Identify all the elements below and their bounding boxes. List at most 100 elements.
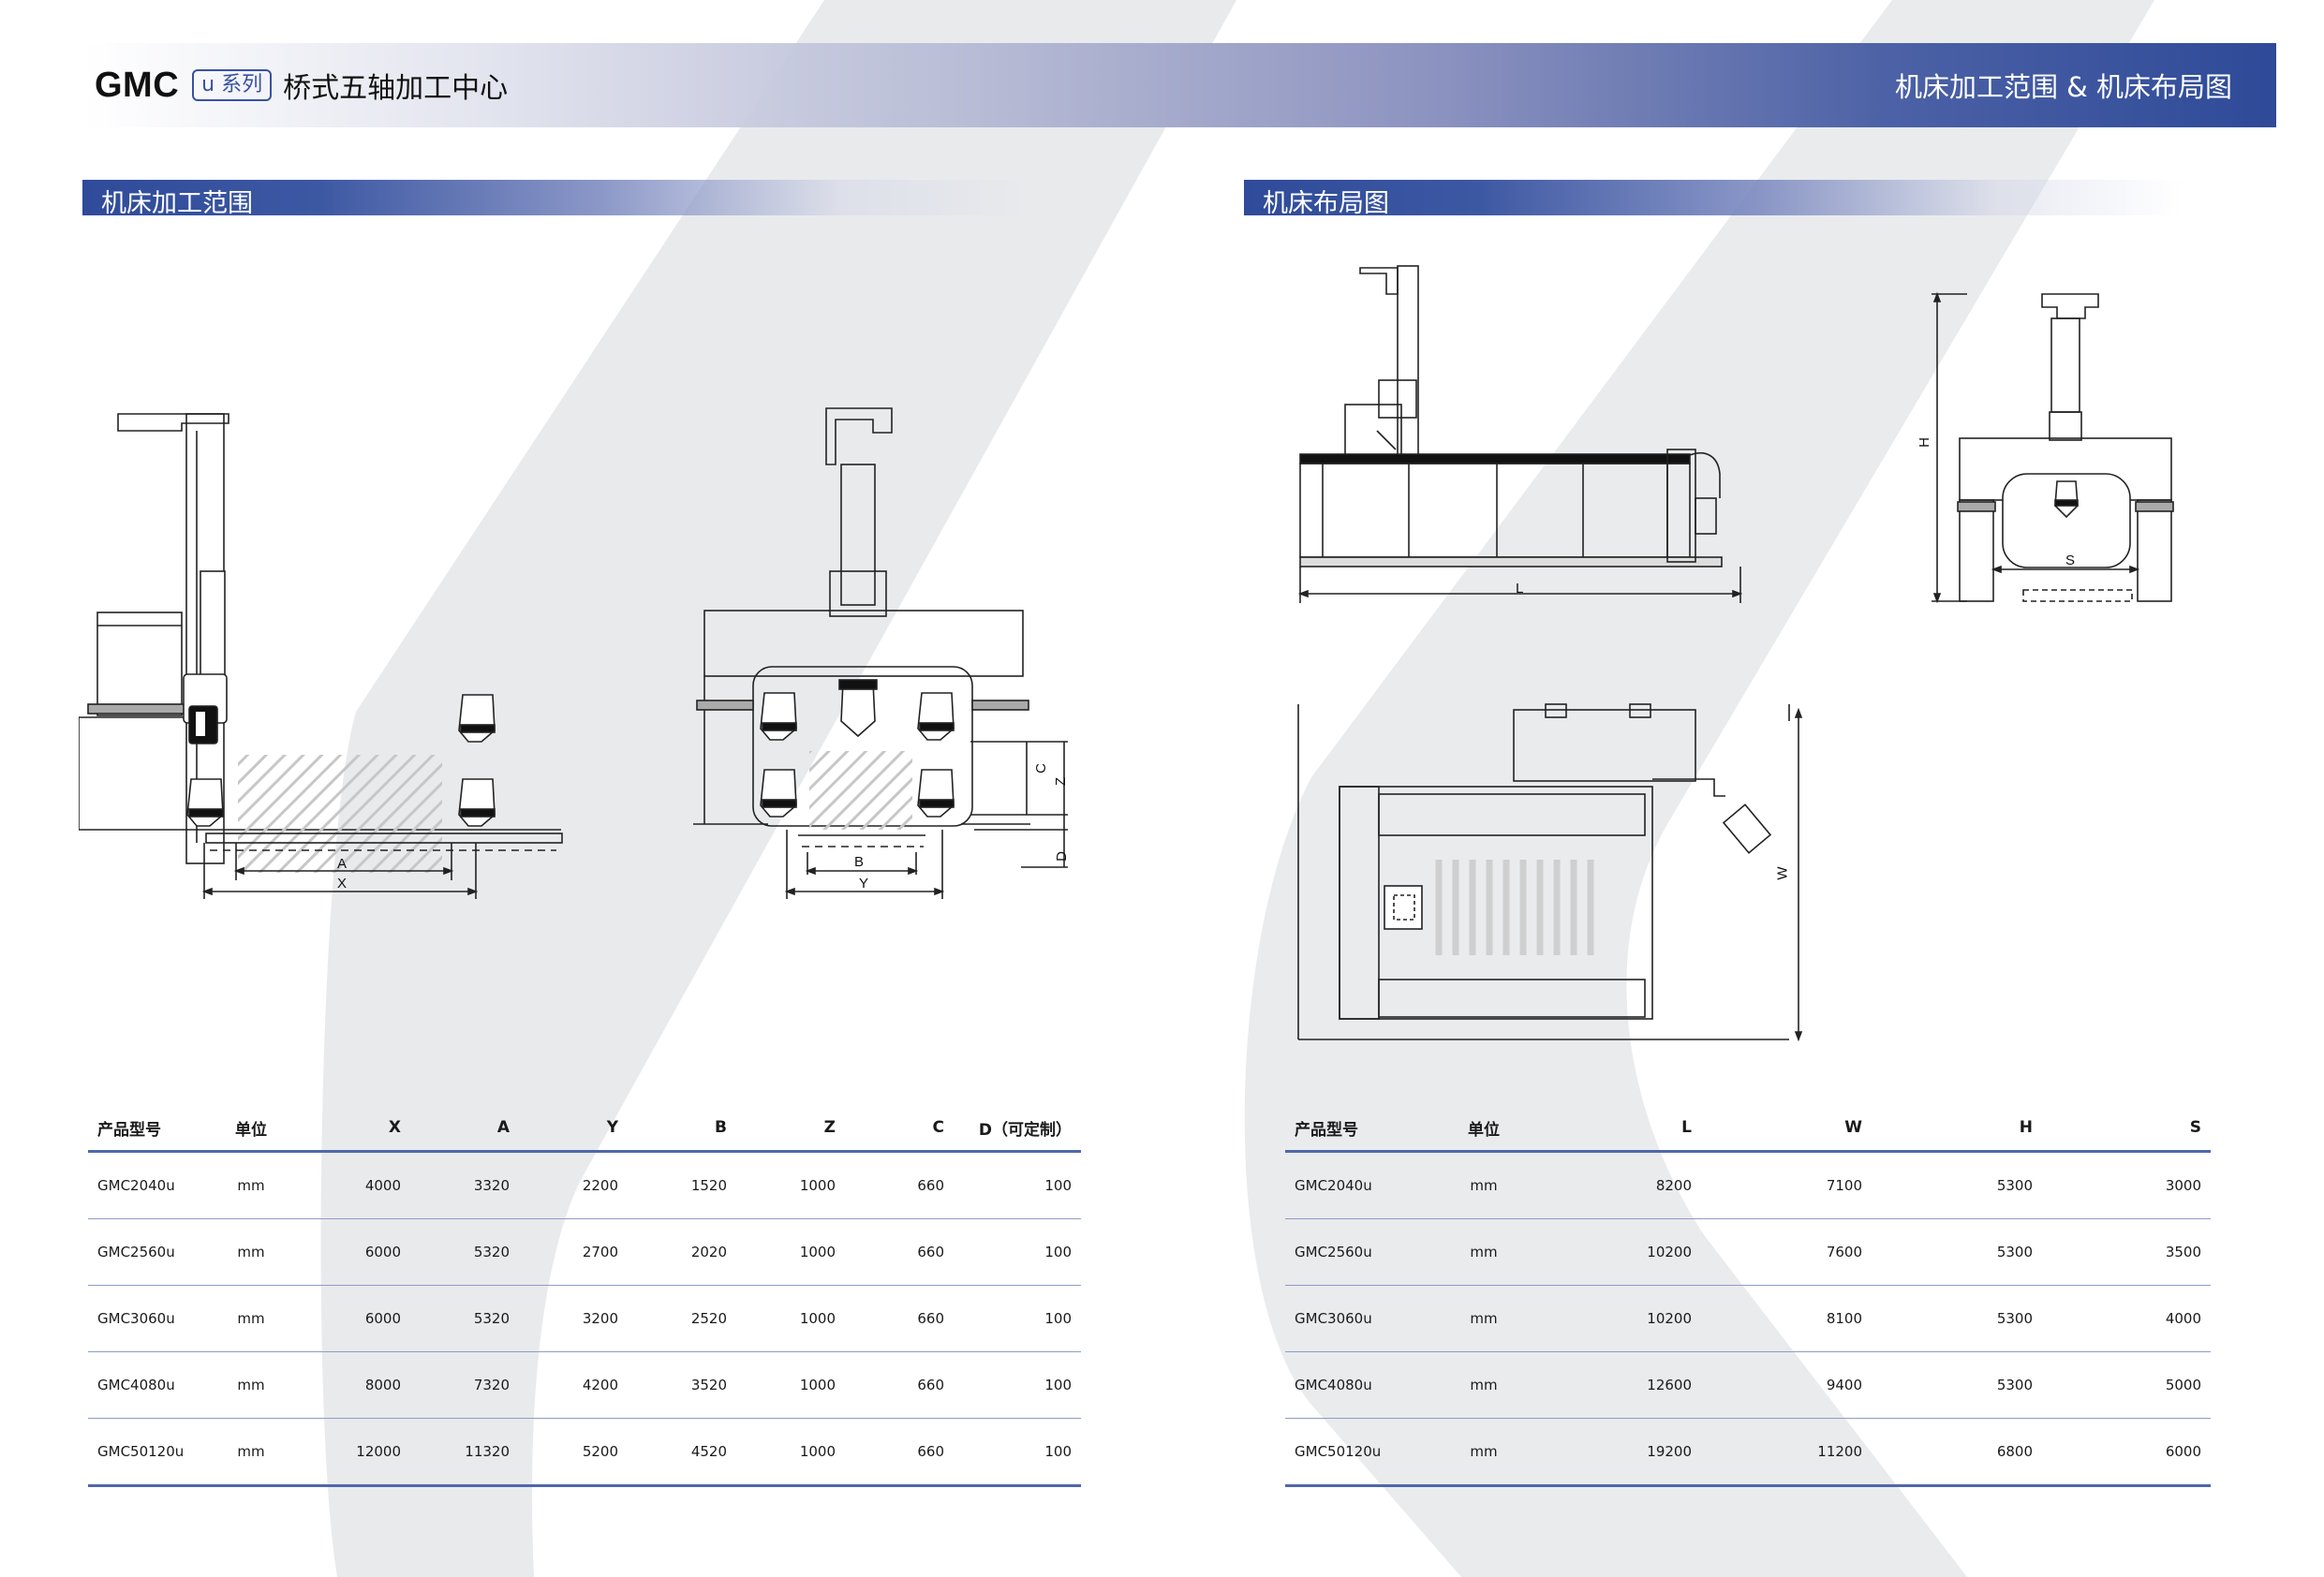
brand-logo-text: GMC	[95, 65, 180, 105]
column-header: 单位	[1437, 1105, 1531, 1153]
dimension-label-x: X	[337, 876, 348, 892]
table-cell: mm	[1437, 1151, 1531, 1219]
table-cell: mm	[200, 1418, 302, 1487]
table-cell: 660	[845, 1151, 954, 1219]
table-cell: mm	[200, 1285, 302, 1352]
table-cell: GMC50120u	[88, 1418, 200, 1487]
table-cell: 1000	[736, 1218, 845, 1286]
table-cell: mm	[200, 1218, 302, 1286]
table-cell: 1000	[736, 1151, 845, 1219]
drawing-layout-top-view	[1297, 703, 1803, 1042]
table-cell: 4200	[519, 1351, 628, 1419]
table-cell: 3320	[410, 1151, 519, 1219]
machine-layout-spec-table: 产品型号 单位 L W H S GMC2040u mm 8200 7100 53…	[1285, 1105, 2211, 1487]
table-cell: 5300	[1872, 1285, 2042, 1352]
dimension-label-c: C	[1032, 763, 1049, 774]
table-cell: 660	[845, 1218, 954, 1286]
column-header: Z	[736, 1105, 845, 1153]
table-cell: 6000	[302, 1285, 410, 1352]
table-cell: GMC3060u	[88, 1285, 200, 1352]
table-row: GMC50120u mm 19200 11200 6800 6000	[1285, 1418, 2211, 1487]
page-title: 机床加工范围 & 机床布局图	[1894, 71, 2232, 103]
table-row: GMC50120u mm 12000 11320 5200 4520 1000 …	[88, 1418, 1081, 1487]
table-cell: mm	[1437, 1285, 1531, 1352]
table-cell: 8100	[1701, 1285, 1872, 1352]
brand-subtitle: 桥式五轴加工中心	[283, 72, 509, 105]
drawing-layout-side-view	[1297, 265, 1743, 603]
table-cell: GMC2040u	[88, 1151, 200, 1219]
table-row: GMC3060u mm 10200 8100 5300 4000	[1285, 1285, 2211, 1352]
table-cell: 3520	[628, 1351, 736, 1419]
table-cell: 7600	[1701, 1218, 1872, 1286]
table-row: GMC2040u mm 8200 7100 5300 3000	[1285, 1151, 2211, 1219]
table-cell: 12000	[302, 1418, 410, 1487]
table-cell: 2520	[628, 1285, 736, 1352]
brand-block: GMC u 系列 桥式五轴加工中心	[95, 62, 508, 109]
column-header: L	[1531, 1105, 1701, 1153]
table-cell: 100	[954, 1285, 1081, 1352]
table-cell: 12600	[1531, 1351, 1701, 1419]
table-cell: 9400	[1701, 1351, 1872, 1419]
table-cell: mm	[1437, 1418, 1531, 1487]
column-header: B	[628, 1105, 736, 1153]
table-cell: 5300	[1872, 1218, 2042, 1286]
table-cell: 6000	[302, 1218, 410, 1286]
dimension-label-s: S	[2065, 553, 2076, 568]
table-cell: GMC2040u	[1285, 1151, 1437, 1219]
table-row: GMC2560u mm 6000 5320 2700 2020 1000 660…	[88, 1218, 1081, 1286]
table-cell: 4520	[628, 1418, 736, 1487]
table-cell: 5000	[2042, 1351, 2211, 1419]
series-badge: u 系列	[192, 69, 273, 101]
table-cell: 2700	[519, 1218, 628, 1286]
dimension-label-w: W	[1774, 866, 1791, 880]
table-cell: 3500	[2042, 1218, 2211, 1286]
section-title-machine-layout: 机床布局图	[1263, 189, 1389, 218]
table-cell: 6000	[2042, 1418, 2211, 1487]
dimension-label-a: A	[337, 856, 348, 872]
table-cell: 3200	[519, 1285, 628, 1352]
header-bar	[82, 43, 2276, 127]
column-header: D（可定制）	[954, 1105, 1081, 1153]
table-cell: 1000	[736, 1285, 845, 1352]
section-bar-machine-layout: 机床布局图	[1244, 180, 2184, 218]
drawing-processing-range-side-view	[79, 413, 563, 899]
section-title-processing-range: 机床加工范围	[101, 189, 253, 218]
column-header: 产品型号	[1285, 1105, 1437, 1153]
table-cell: 7100	[1701, 1151, 1872, 1219]
table-cell: 5200	[519, 1418, 628, 1487]
table-cell: 660	[845, 1418, 954, 1487]
table-header-row: 产品型号 单位 X A Y B Z C D（可定制）	[88, 1105, 1081, 1153]
table-cell: 100	[954, 1218, 1081, 1286]
processing-range-spec-table: 产品型号 单位 X A Y B Z C D（可定制） GMC2040u mm 4…	[88, 1105, 1081, 1487]
table-cell: GMC4080u	[88, 1351, 200, 1419]
table-cell: 11200	[1701, 1418, 1872, 1487]
dimension-label-y: Y	[859, 876, 869, 892]
table-row: GMC3060u mm 6000 5320 3200 2520 1000 660…	[88, 1285, 1081, 1352]
table-cell: 8200	[1531, 1151, 1701, 1219]
table-cell: GMC2560u	[1285, 1218, 1437, 1286]
table-cell: GMC50120u	[1285, 1418, 1437, 1487]
column-header: X	[302, 1105, 410, 1153]
column-header: C	[845, 1105, 954, 1153]
column-header: A	[410, 1105, 519, 1153]
table-cell: mm	[200, 1351, 302, 1419]
table-cell: GMC4080u	[1285, 1351, 1437, 1419]
dimension-label-z: Z	[1053, 776, 1070, 787]
table-cell: 4000	[2042, 1285, 2211, 1352]
table-cell: 6800	[1872, 1418, 2042, 1487]
table-cell: 2020	[628, 1218, 736, 1286]
table-cell: 660	[845, 1351, 954, 1419]
table-cell: 1000	[736, 1351, 845, 1419]
table-cell: 5300	[1872, 1351, 2042, 1419]
table-cell: 10200	[1531, 1285, 1701, 1352]
column-header: Y	[519, 1105, 628, 1153]
table-cell: 660	[845, 1285, 954, 1352]
table-cell: 5320	[410, 1285, 519, 1352]
column-header: S	[2042, 1105, 2211, 1153]
table-cell: 100	[954, 1351, 1081, 1419]
table-header-row: 产品型号 单位 L W H S	[1285, 1105, 2211, 1153]
table-cell: 5300	[1872, 1151, 2042, 1219]
table-cell: 2200	[519, 1151, 628, 1219]
table-cell: 5320	[410, 1218, 519, 1286]
table-cell: mm	[1437, 1351, 1531, 1419]
